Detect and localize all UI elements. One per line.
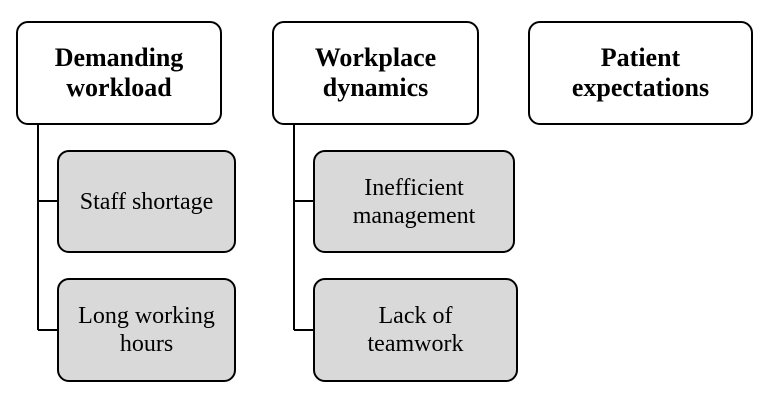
subtheme-long-working-hours: Long working hours <box>57 278 236 382</box>
category-title: Demanding workload <box>54 43 184 102</box>
category-workplace-dynamics: Workplace dynamics <box>272 21 479 125</box>
connector-dynamics <box>293 124 314 331</box>
category-demanding-workload: Demanding workload <box>16 21 222 125</box>
subtheme-label: Long working hours <box>78 303 215 357</box>
category-title: Patient expectations <box>571 43 710 102</box>
subtheme-lack-of-teamwork: Lack of teamwork <box>313 278 518 382</box>
category-patient-expectations: Patient expectations <box>528 21 753 125</box>
subtheme-inefficient-management: Inefficient management <box>313 150 515 253</box>
subtheme-label: Lack of teamwork <box>367 303 464 357</box>
subtheme-label: Inefficient management <box>352 174 476 229</box>
category-title: Workplace dynamics <box>314 43 437 102</box>
subtheme-label: Staff shortage <box>79 188 214 215</box>
subtheme-staff-shortage: Staff shortage <box>57 150 236 253</box>
connector-workload <box>37 124 58 331</box>
